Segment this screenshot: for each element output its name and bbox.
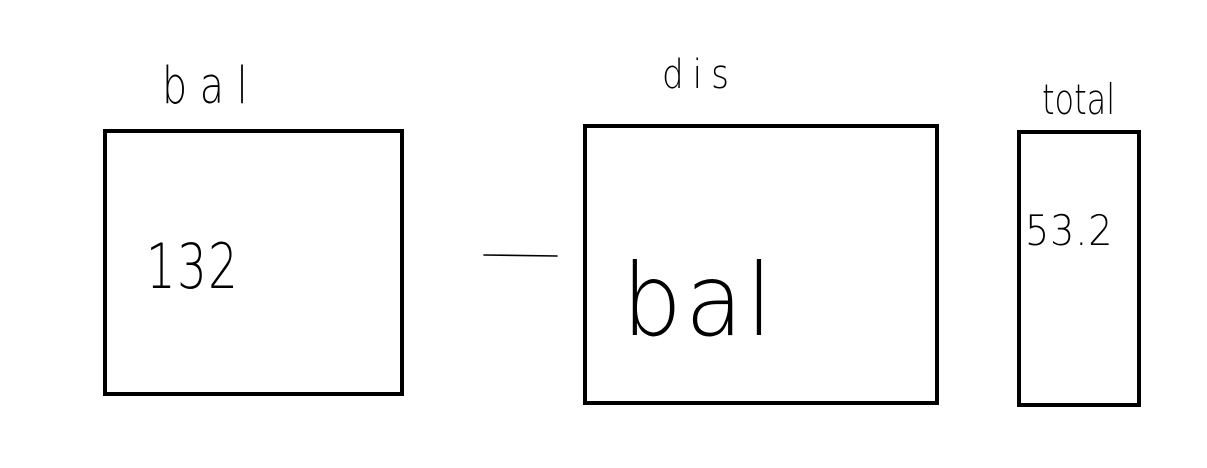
right-box-label: total [1042, 75, 1115, 124]
left-box-group: bal 132 [103, 56, 404, 396]
left-box [103, 129, 404, 396]
right-box-group: total 53.2 [1017, 75, 1141, 407]
left-box-value: 132 [146, 230, 239, 302]
middle-box-group: dis bal [583, 51, 939, 405]
middle-box-label: dis [662, 51, 738, 97]
left-box-label: bal [162, 56, 260, 115]
right-box [1017, 130, 1141, 407]
right-box-value: 53.2 [1025, 207, 1113, 255]
middle-box-content: bal [622, 242, 776, 358]
minus-operator [483, 254, 558, 257]
middle-box [583, 124, 939, 405]
